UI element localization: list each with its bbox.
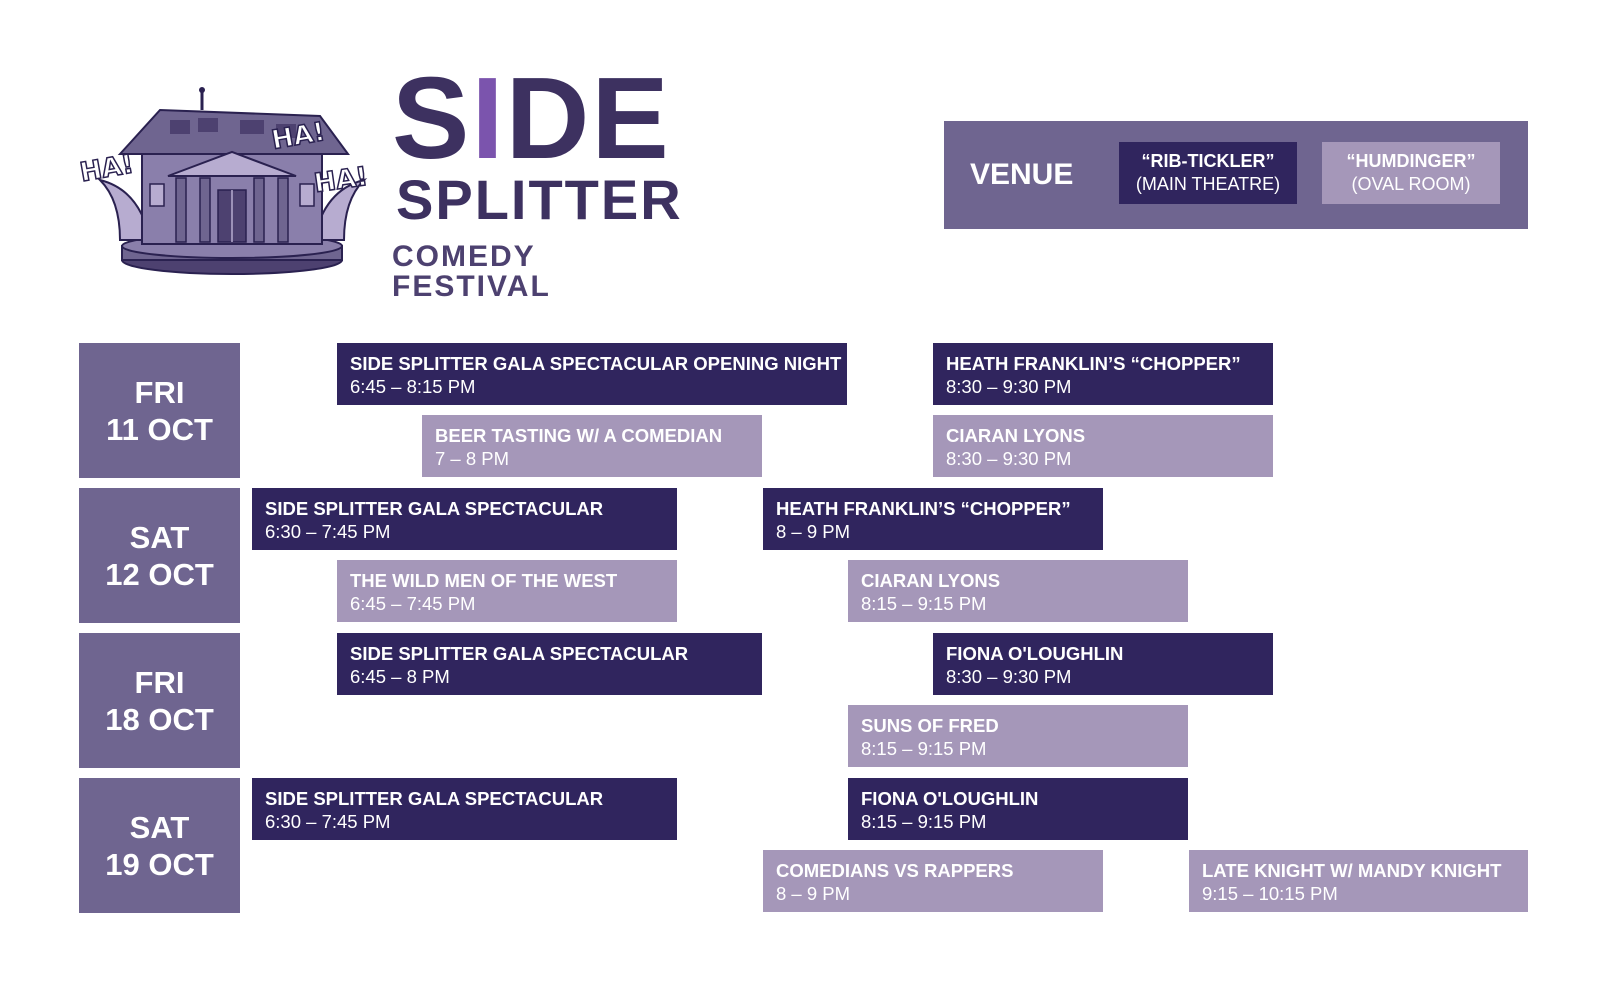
day-date: 19 OCT	[105, 846, 214, 882]
day-date: 18 OCT	[105, 701, 214, 737]
event-block[interactable]: THE WILD MEN OF THE WEST 6:45 – 7:45 PM	[337, 560, 677, 622]
day-name: SAT	[129, 809, 190, 845]
laugh-text-1: HA!	[80, 149, 136, 188]
event-title: SIDE SPLITTER GALA SPECTACULAR	[265, 788, 604, 809]
event-title: SUNS OF FRED	[861, 715, 999, 736]
venue-legend: VENUE “RIB-TICKLER” (MAIN THEATRE) “HUMD…	[944, 121, 1528, 229]
event-block[interactable]: BEER TASTING W/ A COMEDIAN 7 – 8 PM	[422, 415, 762, 477]
laugh-text-3: HA!	[312, 162, 369, 199]
event-block[interactable]: SIDE SPLITTER GALA SPECTACULAR 6:30 – 7:…	[252, 778, 677, 840]
event-block[interactable]: SIDE SPLITTER GALA SPECTACULAR 6:30 – 7:…	[252, 488, 677, 550]
event-time: 8:15 – 9:15 PM	[861, 738, 987, 759]
event-title: BEER TASTING W/ A COMEDIAN	[435, 425, 723, 446]
event-block[interactable]: CIARAN LYONS 8:15 – 9:15 PM	[848, 560, 1188, 622]
event-time: 6:45 – 8 PM	[350, 666, 450, 687]
event-time: 8 – 9 PM	[776, 883, 851, 904]
day-label: SAT 19 OCT	[79, 778, 240, 913]
legend-title: VENUE	[970, 158, 1074, 191]
event-title: HEATH FRANKLIN’S “CHOPPER”	[946, 353, 1241, 374]
legend-oval-name: “HUMDINGER”	[1346, 151, 1476, 171]
event-time: 8:15 – 9:15 PM	[861, 593, 987, 614]
legend-chip-oval-room: “HUMDINGER” (OVAL ROOM)	[1322, 142, 1500, 204]
wordmark-letters-de: DE	[505, 53, 671, 183]
event-title: SIDE SPLITTER GALA SPECTACULAR	[265, 498, 604, 519]
event-title: SIDE SPLITTER GALA SPECTACULAR OPENING N…	[350, 353, 842, 374]
day-name: FRI	[134, 664, 185, 700]
event-title: HEATH FRANKLIN’S “CHOPPER”	[776, 498, 1071, 519]
event-block[interactable]: HEATH FRANKLIN’S “CHOPPER” 8 – 9 PM	[763, 488, 1103, 550]
event-title: LATE KNIGHT W/ MANDY KNIGHT	[1202, 860, 1502, 881]
event-time: 7 – 8 PM	[435, 448, 510, 469]
day-label: FRI 18 OCT	[79, 633, 240, 768]
event-block[interactable]: HEATH FRANKLIN’S “CHOPPER” 8:30 – 9:30 P…	[933, 343, 1273, 405]
event-block[interactable]: SUNS OF FRED 8:15 – 9:15 PM	[848, 705, 1188, 767]
legend-chip-main-theatre: “RIB-TICKLER” (MAIN THEATRE)	[1119, 142, 1297, 204]
event-block[interactable]: SIDE SPLITTER GALA SPECTACULAR 6:45 – 8 …	[337, 633, 762, 695]
event-title: FIONA O'LOUGHLIN	[946, 643, 1124, 664]
event-time: 8:15 – 9:15 PM	[861, 811, 987, 832]
event-time: 6:45 – 8:15 PM	[350, 376, 476, 397]
event-time: 8:30 – 9:30 PM	[946, 448, 1072, 469]
event-time: 6:45 – 7:45 PM	[350, 593, 476, 614]
day-date: 12 OCT	[105, 556, 214, 592]
legend-oval-sub: (OVAL ROOM)	[1351, 174, 1471, 194]
wordmark-splitter: SPLITTER	[396, 168, 683, 231]
event-time: 8 – 9 PM	[776, 521, 851, 542]
event-block[interactable]: FIONA O'LOUGHLIN 8:15 – 9:15 PM	[848, 778, 1188, 840]
event-time: 8:30 – 9:30 PM	[946, 666, 1072, 687]
event-time: 8:30 – 9:30 PM	[946, 376, 1072, 397]
event-time: 9:15 – 10:15 PM	[1202, 883, 1338, 904]
day-name: SAT	[129, 519, 190, 555]
event-title: SIDE SPLITTER GALA SPECTACULAR	[350, 643, 689, 664]
theatre-building-icon: HA! HA! HA!	[77, 80, 380, 280]
event-title: CIARAN LYONS	[946, 425, 1086, 446]
event-block[interactable]: COMEDIANS VS RAPPERS 8 – 9 PM	[763, 850, 1103, 912]
legend-main-sub: (MAIN THEATRE)	[1135, 174, 1281, 194]
event-title: COMEDIANS VS RAPPERS	[776, 860, 1014, 881]
day-label: SAT 12 OCT	[79, 488, 240, 623]
event-title: CIARAN LYONS	[861, 570, 1001, 591]
day-date: 11 OCT	[106, 411, 213, 447]
event-title: FIONA O'LOUGHLIN	[861, 788, 1039, 809]
event-block[interactable]: LATE KNIGHT W/ MANDY KNIGHT 9:15 – 10:15…	[1189, 850, 1528, 912]
event-block[interactable]: CIARAN LYONS 8:30 – 9:30 PM	[933, 415, 1273, 477]
event-block[interactable]: FIONA O'LOUGHLIN 8:30 – 9:30 PM	[933, 633, 1273, 695]
wordmark-side: SIDE	[392, 60, 671, 176]
legend-main-name: “RIB-TICKLER”	[1141, 151, 1275, 171]
day-label: FRI 11 OCT	[79, 343, 240, 478]
wordmark-letter-i: I	[471, 53, 506, 183]
wordmark-letter-s: S	[392, 53, 472, 183]
event-block[interactable]: SIDE SPLITTER GALA SPECTACULAR OPENING N…	[337, 343, 847, 405]
festival-wordmark: SIDE SPLITTER COMEDY FESTIVAL	[392, 60, 692, 302]
day-name: FRI	[134, 374, 185, 410]
event-time: 6:30 – 7:45 PM	[265, 521, 391, 542]
wordmark-comedy-festival: COMEDY FESTIVAL	[392, 240, 551, 303]
event-title: THE WILD MEN OF THE WEST	[350, 570, 618, 591]
event-time: 6:30 – 7:45 PM	[265, 811, 391, 832]
